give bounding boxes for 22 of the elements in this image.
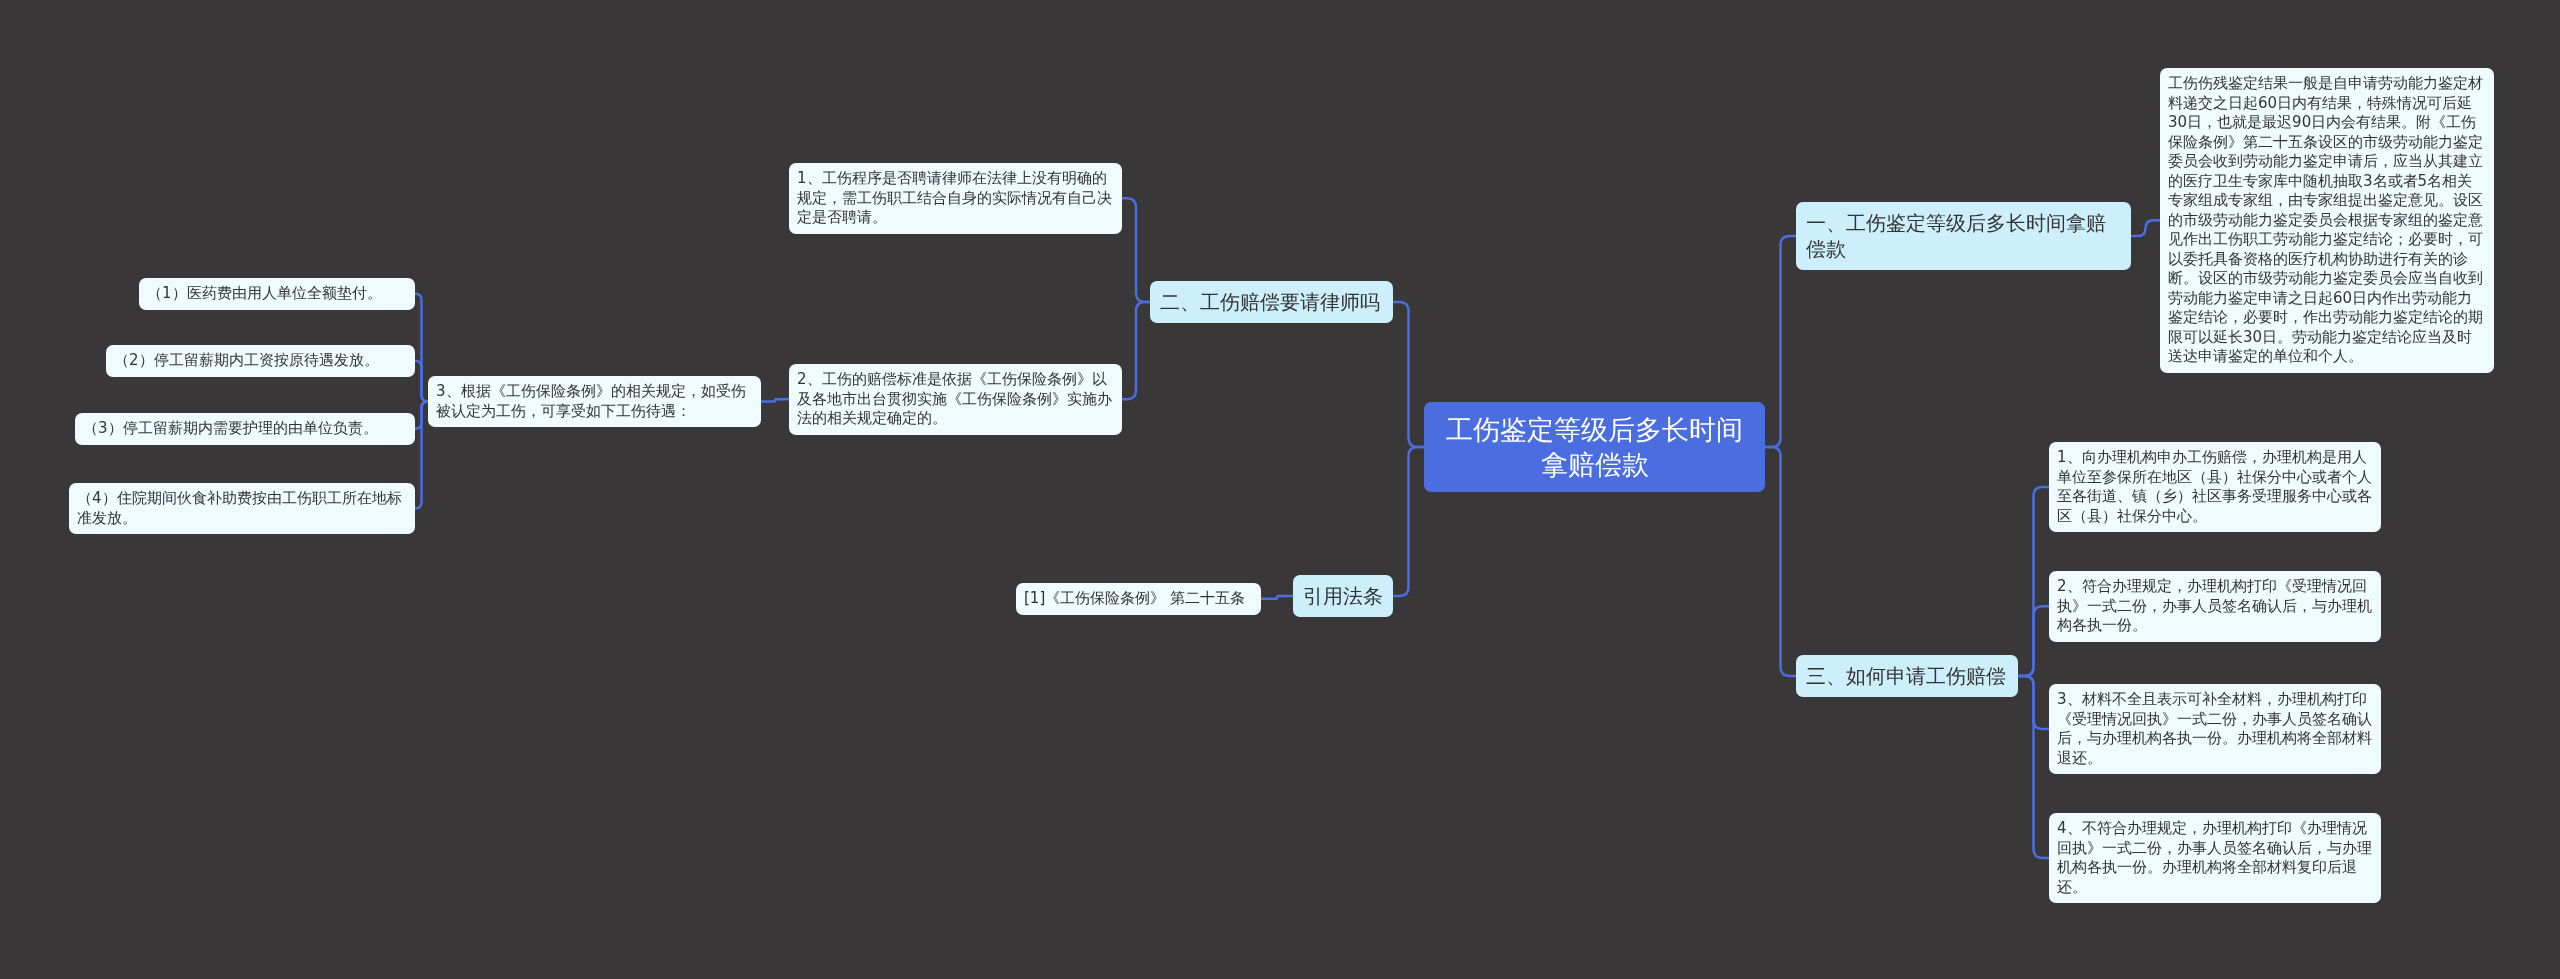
note-box: 2、符合办理规定，办理机构打印《受理情况回执》一式二份，办事人员签名确认后，与办理机构各执一份。 [2049,571,2381,642]
note-box: （2）停工留薪期内工资按原待遇发放。 [106,345,415,377]
topic-box: 二、工伤赔偿要请律师吗 [1150,281,1393,323]
connector-line [2018,674,2049,860]
topic-box: 一、工伤鉴定等级后多长时间拿赔偿款 [1796,202,2131,270]
note-box: （4）住院期间伙食补助费按由工伤职工所在地标准发放。 [69,483,415,534]
connector-line [1261,594,1293,600]
note-box: 3、材料不全且表示可补全材料，办理机构打印《受理情况回执》一式二份，办事人员签名确认后，与办理机构各执一份。办理机构将全部材料退还。 [2049,684,2381,774]
note-box: 4、不符合办理规定，办理机构打印《办理情况回执》一式二份，办事人员签名确认后，与办理机构各执一份。办理机构将全部材料复印后退还。 [2049,813,2381,903]
note-box: 3、根据《工伤保险条例》的相关规定，如受伤被认定为工伤，可享受如下工伤待遇： [428,376,761,427]
topic-box: 三、如何申请工伤赔偿 [1796,655,2018,697]
connector-line [761,398,789,403]
note-box: 工伤伤残鉴定结果一般是自申请劳动能力鉴定材料递交之日起60日内有结果，特殊情况可后延30日，也就是最迟90日内会有结果。附《工伤保险条例》第二十五条设区的市级劳动能力鉴定委员会收到劳动能力鉴定申请后，应当从其建立的医疗卫生专家库中随机抽取3名或者5名相关专家组成专家组，由专家组提出鉴定意见。设区的市级劳动能力鉴定委员会根据专家组的鉴定意见作出工伤职工劳动能力鉴定结论；必要时，可以委托具备资格的医疗机构协助进行有关的诊断。设区的市级劳动能力鉴定委员会应当自收到劳动能力鉴定申请之日起60日内作出劳动能力鉴定结论，必要时，作出劳动能力鉴定结论的期限可以延长30日。劳动能力鉴定结论应当及时送达申请鉴定的单位和个人。 [2160,68,2494,373]
note-box: 1、向办理机构申办工伤赔偿，办理机构是用人单位至参保所在地区（县）社保分中心或者个人至各街道、镇（乡）社区事务受理服务中心或各区（县）社保分中心。 [2049,442,2381,532]
connector-line [2131,219,2160,238]
note-box: （3）停工留薪期内需要护理的由单位负责。 [75,413,415,445]
central-topic-box: 工伤鉴定等级后多长时间拿赔偿款 [1424,402,1765,493]
note-box: 2、工伤的赔偿标准是依据《工伤保险条例》以及各地市出台贯彻实施《工伤保险条例》实施办法的相关规定确定的。 [789,364,1122,435]
topic-box: 引用法条 [1293,575,1393,617]
note-box: 1、工伤程序是否聘请律师在法律上没有明确的规定，需工伤职工结合自身的实际情况有自己决定是否聘请。 [789,163,1122,234]
note-box: （1）医药费由用人单位全额垫付。 [139,278,415,310]
note-box: [1]《工伤保险条例》 第二十五条 [1016,583,1261,615]
